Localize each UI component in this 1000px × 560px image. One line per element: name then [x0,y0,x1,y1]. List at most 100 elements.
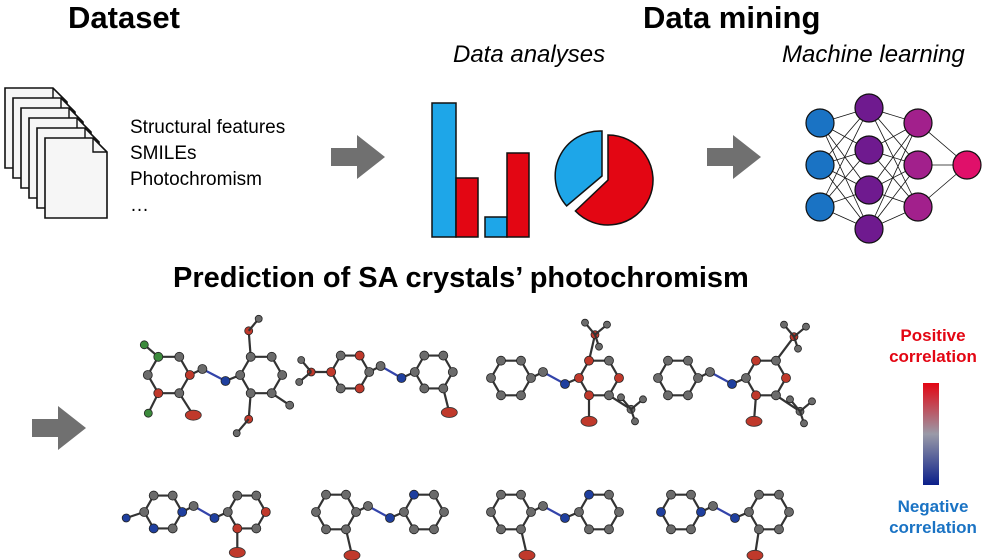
molecule-atom [177,507,188,517]
molecule-atom [696,507,706,517]
molecule-atom [584,355,594,366]
molecule-atom [143,408,153,418]
molecule-atom [754,489,764,500]
molecule-atom [174,351,185,362]
molecule-atom [311,507,321,517]
molecule [653,320,816,428]
nn-connection [819,107,870,208]
molecule-atom [516,489,526,500]
molecule-atom [385,513,395,523]
molecule-atom [604,489,614,500]
molecule-atom [614,507,624,517]
molecule-atom [516,390,526,401]
negative-label-2: correlation [889,518,977,537]
molecule-atom [363,501,373,511]
molecule-atom [526,373,536,383]
molecule-atom [335,350,346,361]
molecule-atom [321,489,331,500]
document-page [44,137,108,219]
molecule-atom [781,373,791,383]
feature-photochromism: Photochromism [130,169,262,190]
neural-network-icon [805,93,982,244]
molecule-atom [148,523,159,534]
molecule-atom [784,507,794,517]
molecule-oxygen [440,407,458,418]
nn-node [805,192,835,222]
molecule-atom [197,364,208,374]
molecule-atom [188,501,199,511]
molecule-atom [254,314,263,323]
molecule-atom [167,490,178,501]
molecule-atom [584,390,594,401]
correlation-color-bar [923,383,939,485]
data-mining-heading: Data mining [643,0,821,35]
molecule-atom [693,373,703,383]
molecule-atom [439,507,449,517]
molecule-atom [604,390,614,401]
molecule-atom [266,351,277,362]
molecule-atom [604,524,614,535]
molecule [486,318,647,427]
molecule-atom [142,370,153,380]
molecule-atom [396,373,407,383]
bar-blue-small [484,216,508,238]
molecule-atom [631,417,639,426]
molecule-atom [516,355,526,366]
molecule-atom [751,390,761,401]
molecule-atom [771,355,781,366]
molecule-atom [486,507,496,517]
molecule-atom [666,489,676,500]
molecule-atom [235,370,246,380]
molecule-atom [139,340,149,350]
molecule-atom [429,489,439,500]
nn-node [854,214,884,244]
machine-learning-label: Machine learning [782,41,965,68]
molecule-atom [771,390,781,401]
nn-node [854,135,884,165]
right-arrow-icon [331,135,385,179]
molecule-oxygen [228,547,246,558]
molecule-atom [581,318,589,327]
molecule-atom [364,367,375,377]
molecule [295,350,458,418]
pie-red-slice [574,134,654,226]
molecule-atom [341,524,351,535]
dataset-heading: Dataset [68,0,180,35]
molecule-atom [526,507,536,517]
molecule-structures [121,314,816,560]
nn-node [903,150,933,180]
molecule-atom [683,390,693,401]
molecule-atom [220,376,231,386]
molecule-atom [604,355,614,366]
molecule-atom [617,393,625,402]
molecule-atom [663,355,673,366]
molecule-atom [560,379,570,389]
molecule-atom [802,322,810,331]
molecule-atom [538,367,548,377]
molecule-atom [653,373,663,383]
molecule-atom [603,320,611,329]
document-fold [92,138,107,153]
molecule-atom [419,350,430,361]
feature-ellipsis: … [130,195,149,216]
molecule-atom [232,490,243,501]
molecule-atom [295,378,304,386]
molecule-atom [429,524,439,535]
molecule-atom [686,489,696,500]
molecule-atom [438,350,449,361]
molecule-atom [486,373,496,383]
molecule-oxygen [745,415,763,427]
molecule-atom [516,524,526,535]
molecule-atom [744,507,754,517]
molecule-bond [775,336,795,362]
bar-chart-icon [431,102,530,238]
pie-chart-icon [554,130,654,226]
molecule-atom [708,501,718,511]
molecule-atom [375,361,386,371]
molecule-atom [730,513,740,523]
molecule-atom [354,350,365,361]
molecule-atom [751,355,761,366]
molecule-atom [174,388,185,399]
molecule-atom [639,395,647,404]
